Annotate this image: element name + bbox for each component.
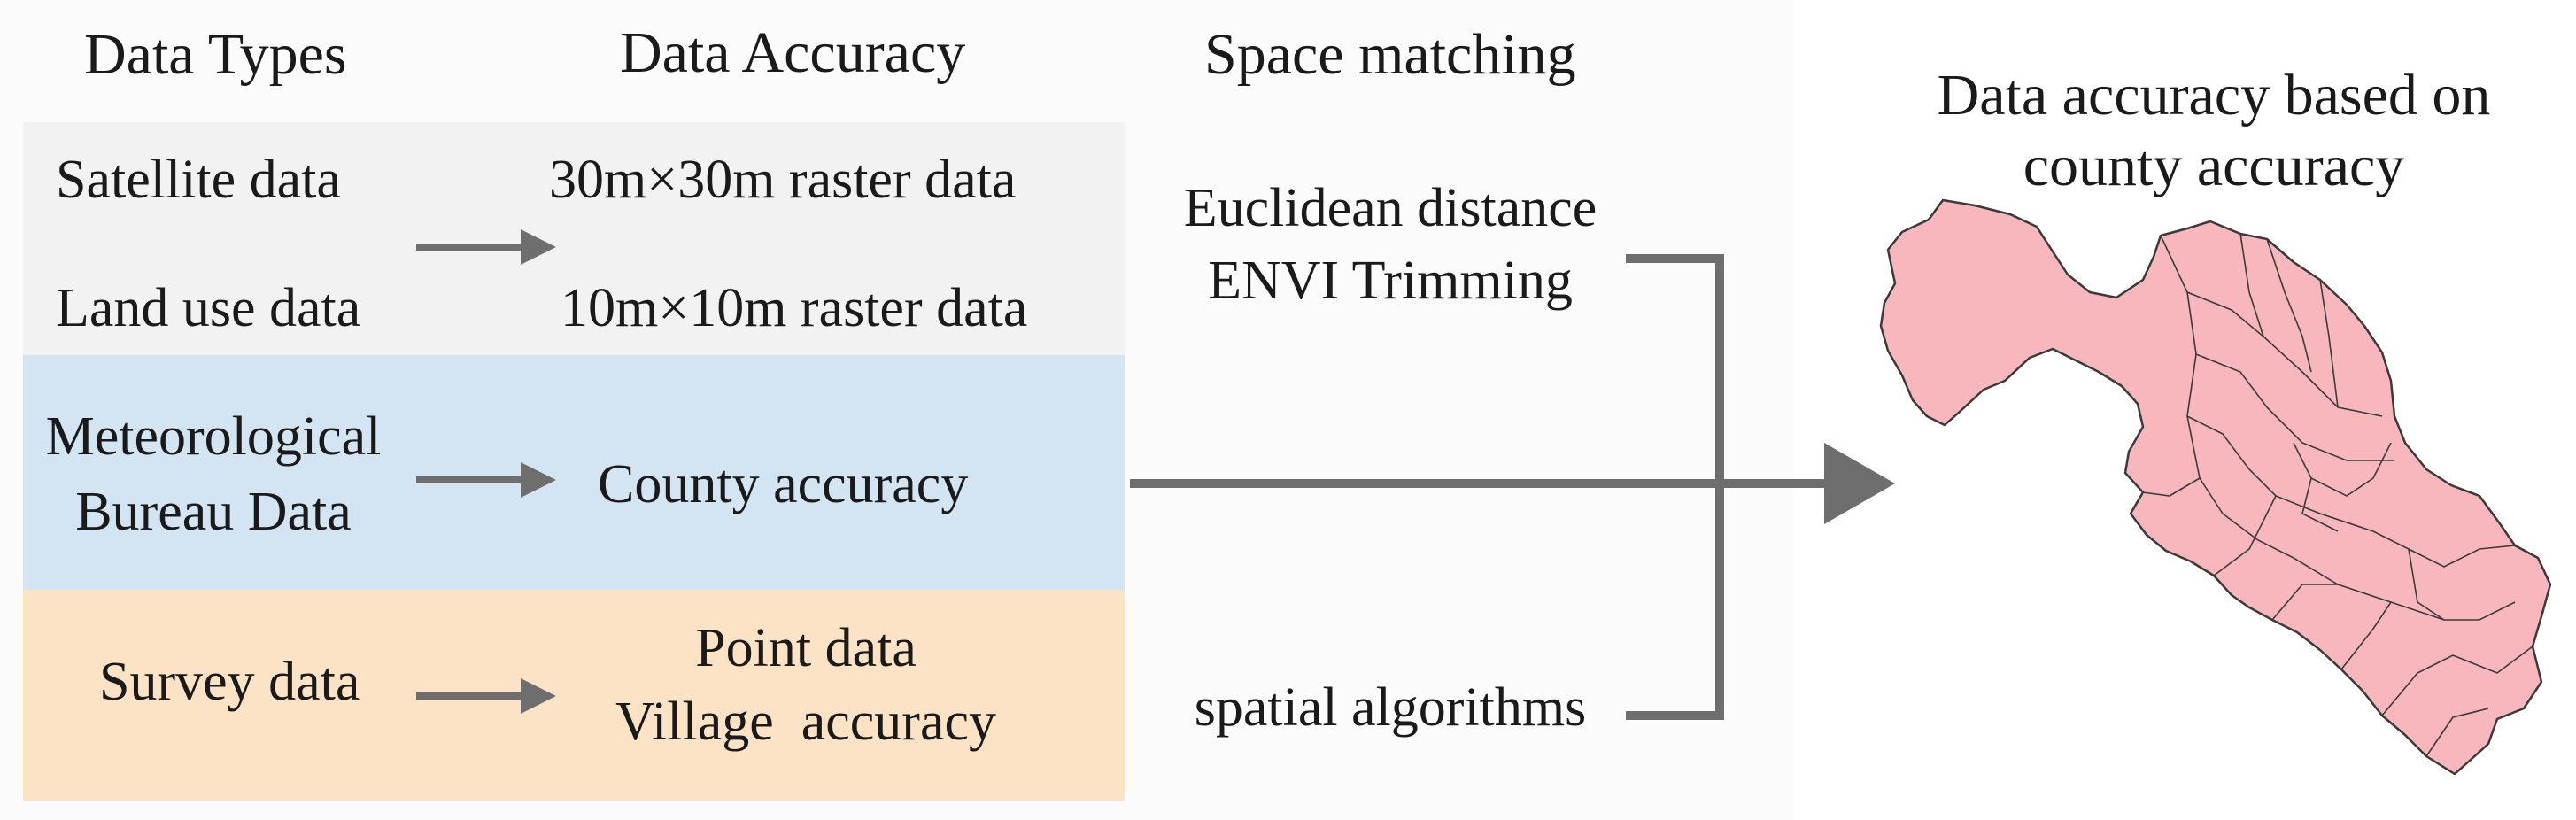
arrow-meteorological (416, 462, 556, 498)
method-euclidean-distance: Euclidean distance (1183, 178, 1597, 238)
header-result-line1: Data accuracy based on (1937, 63, 2491, 128)
land-use-data-label: Land use data (56, 278, 361, 338)
survey-band (23, 590, 1125, 801)
county-boundaries (2142, 233, 2533, 757)
header-data-accuracy: Data Accuracy (620, 20, 966, 85)
meteorological-label-line2: Bureau Data (75, 482, 352, 542)
header-space-matching: Space matching (1204, 22, 1576, 87)
method-envi-trimming: ENVI Trimming (1208, 251, 1573, 311)
county-accuracy-label: County accuracy (598, 454, 969, 514)
header-result-line2: county accuracy (2023, 134, 2405, 198)
satellite-landuse-band (23, 122, 1125, 355)
land-use-accuracy-label: 10m×10m raster data (561, 278, 1028, 338)
arrow-survey (416, 678, 556, 714)
county-map (1879, 198, 2552, 776)
meteorological-band (23, 355, 1125, 590)
method-spatial-algorithms: spatial algorithms (1194, 677, 1587, 738)
village-accuracy-label: Village accuracy (615, 692, 996, 752)
satellite-accuracy-label: 30m×30m raster data (549, 150, 1017, 210)
satellite-data-label: Satellite data (56, 150, 341, 210)
meteorological-label-line1: Meteorological (45, 406, 382, 467)
main-flow-arrow (1130, 443, 1895, 524)
county-map-outline (1879, 198, 2552, 776)
arrow-satellite-landuse (416, 229, 556, 265)
header-data-types: Data Types (84, 22, 347, 87)
survey-data-label: Survey data (99, 652, 360, 712)
point-data-label: Point data (695, 618, 917, 678)
